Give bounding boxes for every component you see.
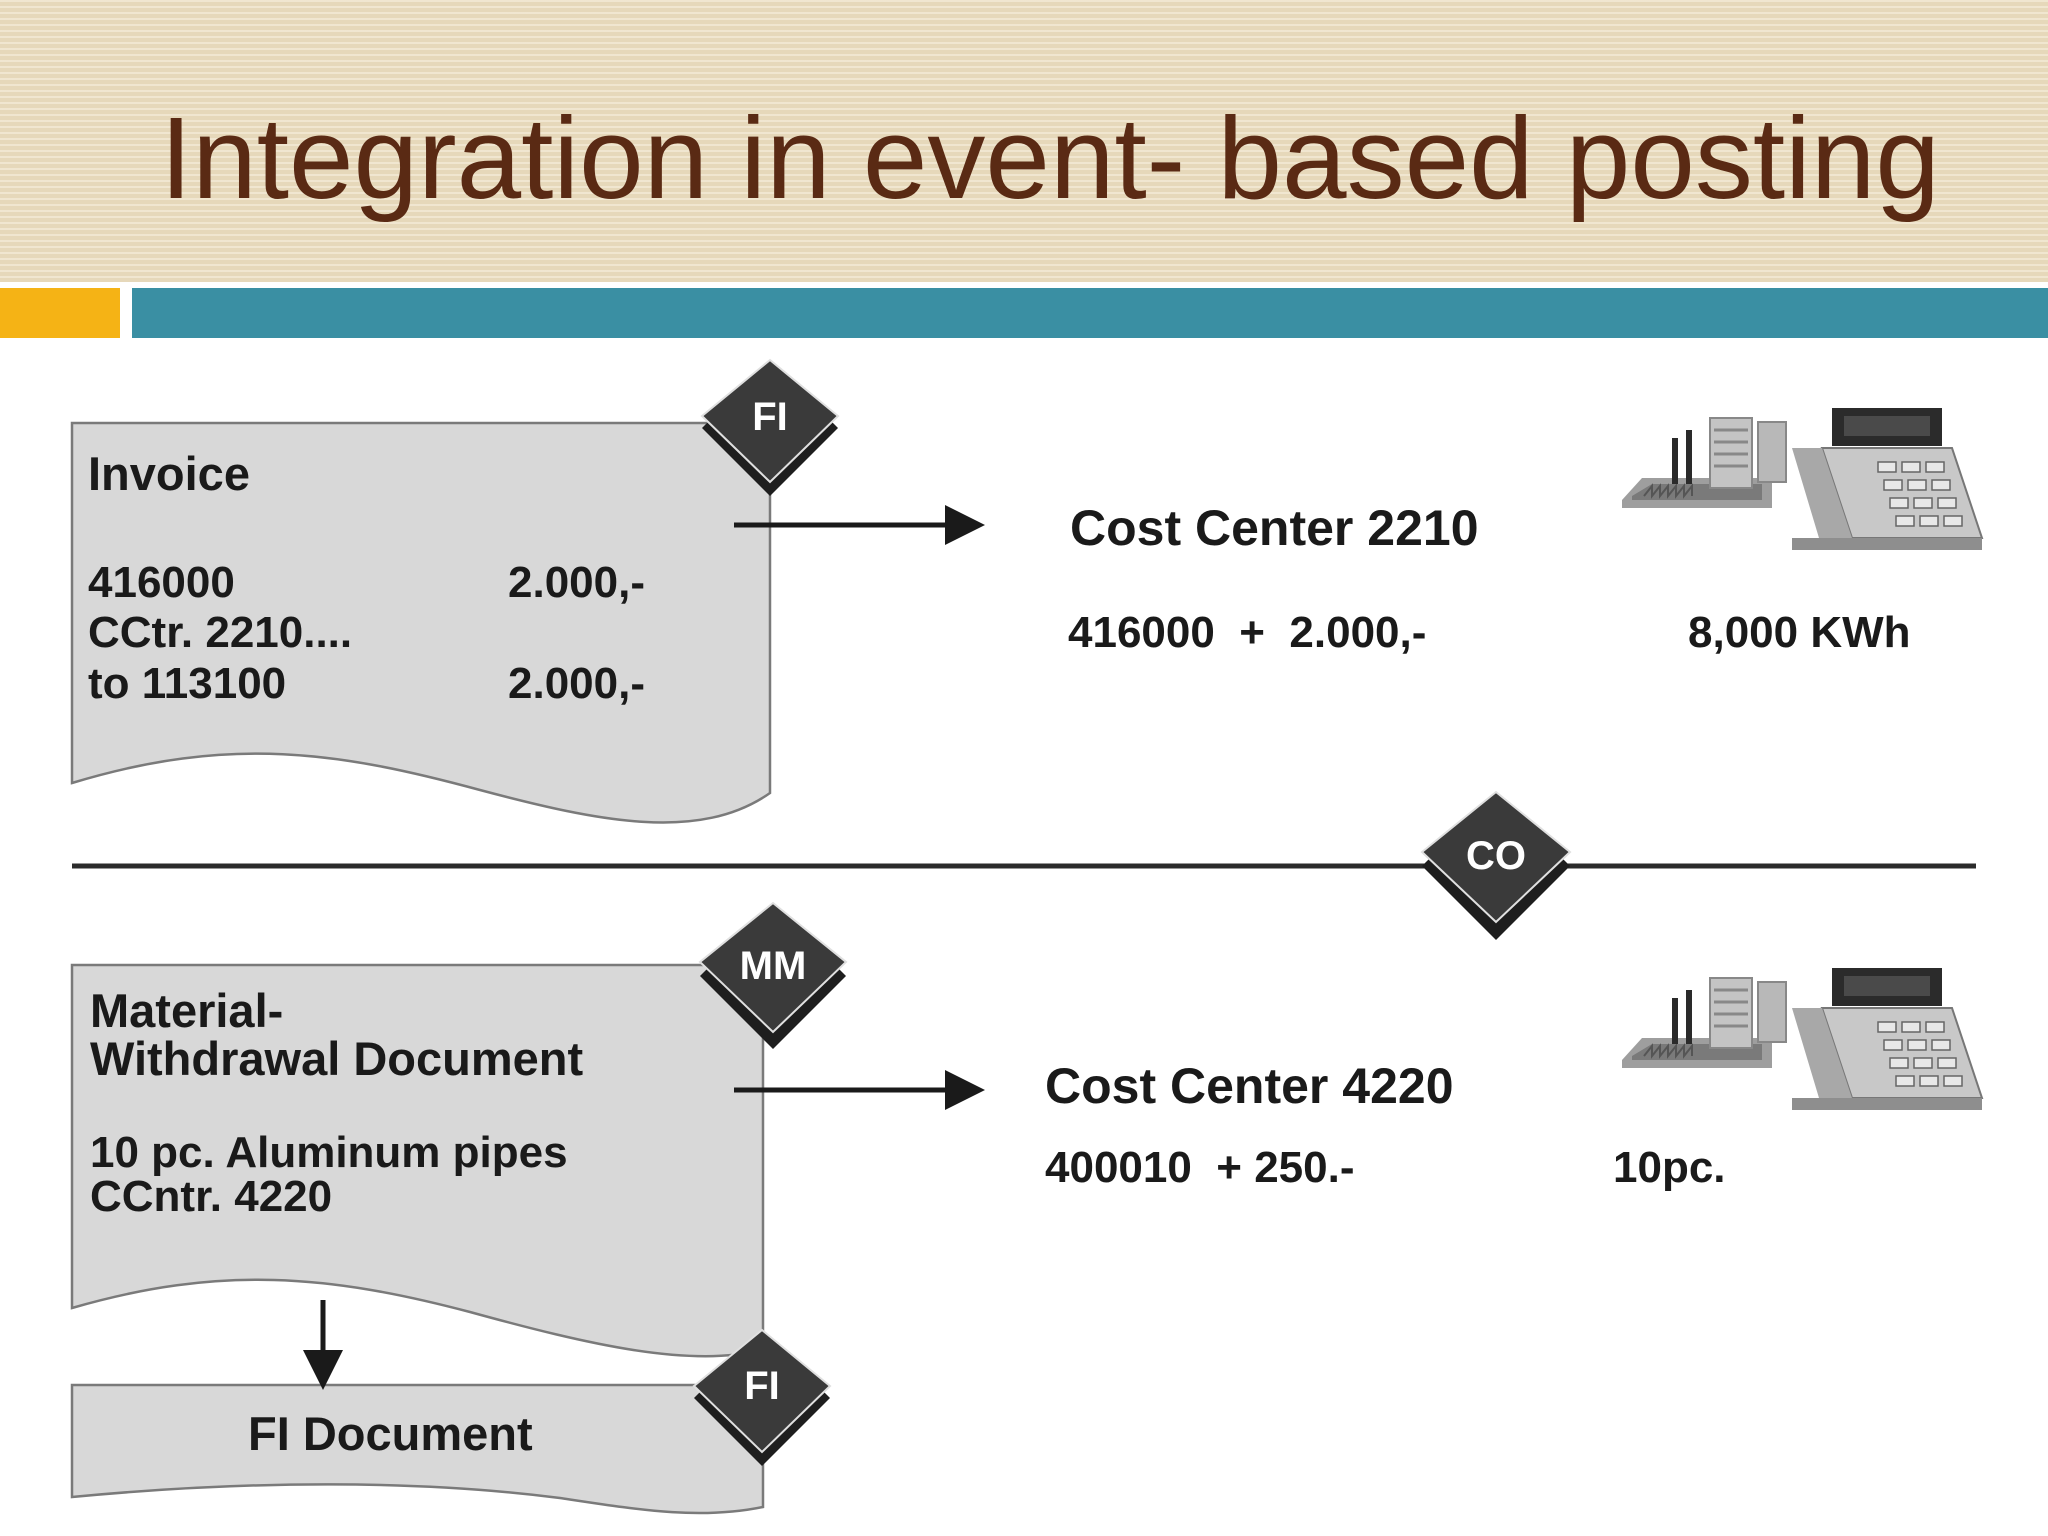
accent-bar-orange <box>0 288 120 338</box>
fi-badge-bottom-shape <box>692 1328 832 1466</box>
invoice-amount-debit: 2.000,- <box>508 558 645 607</box>
slide-header <box>0 0 2048 282</box>
co-badge-label: CO <box>1466 834 1526 878</box>
invoice-heading: Invoice <box>88 447 250 500</box>
material-document-shape <box>70 963 765 1358</box>
material-doc-item: 10 pc. Aluminum pipes <box>90 1128 568 1177</box>
invoice-account: 416000 <box>88 558 235 607</box>
invoice-document-shape <box>70 421 772 824</box>
material-doc-cost-center: CCntr. 4220 <box>90 1172 333 1221</box>
fi-document-shape <box>70 1383 765 1515</box>
invoice-cost-center: CCtr. 2210.... <box>88 608 353 657</box>
cost-center-4220-posting: 400010 + 250.- <box>1045 1143 1355 1192</box>
fi-badge-bottom-label: FI <box>744 1364 780 1408</box>
factory-register-icon <box>1620 966 1984 1112</box>
cost-center-2210-quantity: 8,000 KWh <box>1688 608 1911 657</box>
co-badge-shape <box>1420 790 1572 940</box>
cost-center-2210-posting: 416000 + 2.000,- <box>1068 608 1427 657</box>
invoice-offset-account: to 113100 <box>88 659 287 708</box>
material-doc-heading-2: Withdrawal Document <box>90 1032 584 1085</box>
fi-badge-top-label: FI <box>752 395 788 439</box>
mm-badge-shape <box>698 901 848 1049</box>
material-doc-heading-1: Material- <box>90 984 284 1037</box>
mm-badge-label: MM <box>739 944 807 988</box>
cost-center-4220-title: Cost Center 4220 <box>1045 1058 1454 1114</box>
slide-title: Integration in event- based posting <box>160 93 1940 223</box>
fi-badge-top-shape <box>700 358 840 496</box>
factory-register-icon <box>1620 406 1984 552</box>
cost-center-2210-title: Cost Center 2210 <box>1070 500 1479 556</box>
fi-document-label: FI Document <box>248 1407 533 1460</box>
accent-bar-teal <box>132 288 2048 338</box>
cost-center-4220-quantity: 10pc. <box>1613 1143 1726 1192</box>
invoice-amount-credit: 2.000,- <box>508 659 645 708</box>
